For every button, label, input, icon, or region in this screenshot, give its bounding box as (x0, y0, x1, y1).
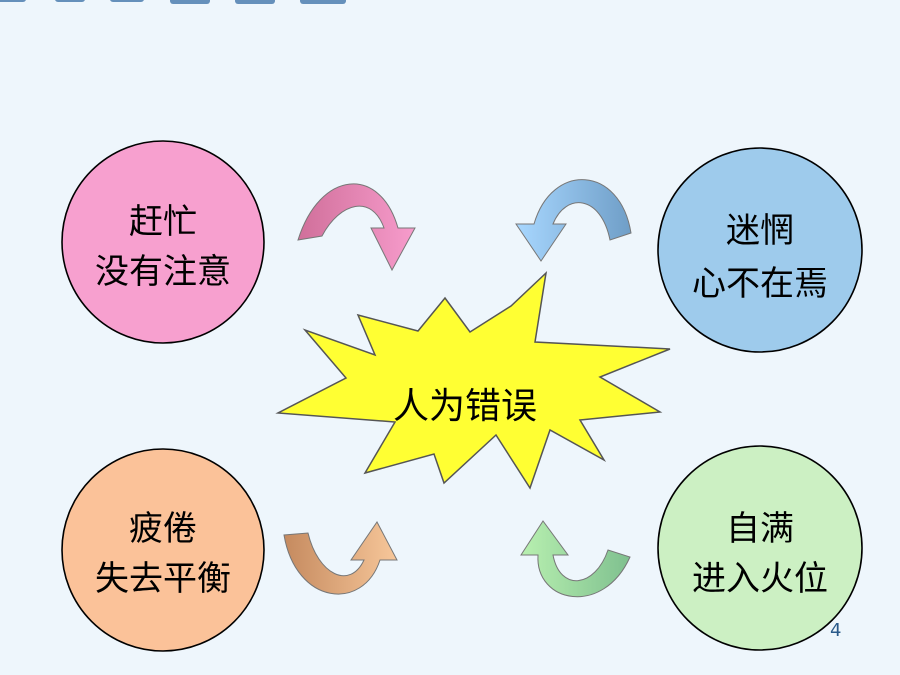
arrow-top-left (297, 183, 416, 272)
node-top-left-line1: 赶忙 (129, 202, 197, 242)
center-label: 人为错误 (393, 386, 537, 427)
arrow-bottom-left (283, 521, 398, 595)
node-circle-top-right (657, 147, 863, 353)
node-circle-bottom-right (657, 445, 863, 651)
node-bottom-right-line1: 自满 (726, 509, 794, 549)
page-number: 4 (830, 620, 842, 641)
node-circle-top-left (61, 140, 265, 344)
arrow-bottom-right (520, 520, 631, 598)
title-remnant (0, 0, 346, 4)
arrow-top-right (515, 179, 632, 262)
node-bottom-right-line2: 进入火位 (692, 559, 828, 599)
center-starburst (275, 270, 671, 490)
node-bottom-left-line2: 失去平衡 (95, 559, 231, 599)
node-top-right-line1: 迷惘 (726, 211, 794, 251)
node-top-right-line2: 心不在焉 (692, 264, 828, 304)
node-circle-bottom-left (61, 448, 265, 652)
node-top-left-line2: 没有注意 (95, 252, 231, 292)
node-bottom-left-line1: 疲倦 (129, 509, 197, 549)
